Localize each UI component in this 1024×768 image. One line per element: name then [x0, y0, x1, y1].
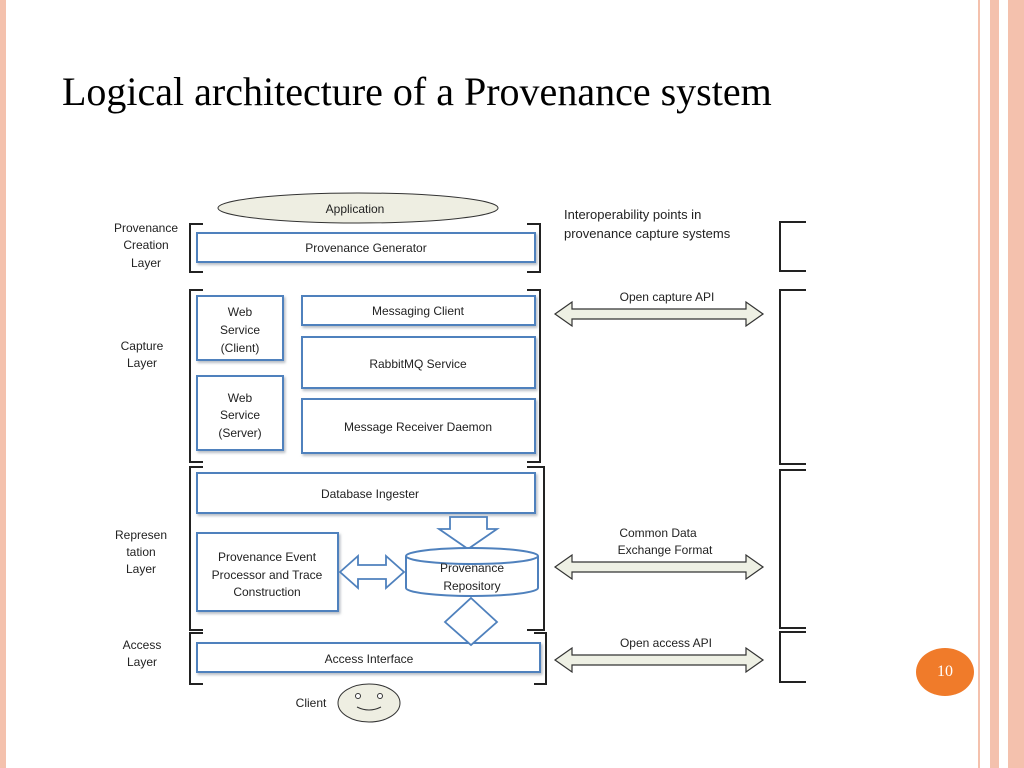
layer-label-capture-line2: Layer: [127, 356, 157, 370]
interop-heading-line2: provenance capture systems: [564, 226, 731, 241]
common-format-arrow: [553, 553, 765, 581]
database-ingester-box: Database Ingester: [321, 487, 419, 501]
layer-label-creation-line3: Layer: [131, 256, 161, 270]
web-service-server-line3: (Server): [218, 426, 261, 440]
provenance-repository-line1: Provenance: [440, 561, 504, 575]
layer-label-representation-line2: tation: [126, 545, 155, 559]
down-arrow: [436, 516, 500, 551]
provenance-generator-box: Provenance Generator: [305, 241, 426, 255]
right-border-band: [1008, 0, 1024, 768]
web-service-client-line3: (Client): [221, 341, 260, 355]
capture-api-arrow: [553, 300, 765, 328]
common-format-label-line2: Exchange Format: [618, 543, 713, 557]
layer-label-representation-line1: Represen: [115, 528, 167, 542]
processor-repository-arrow: [338, 553, 406, 591]
message-receiver-daemon-box: Message Receiver Daemon: [344, 420, 492, 434]
interop-brackets: [779, 221, 806, 683]
layer-label-representation-line3: Layer: [126, 562, 156, 576]
layer-label-creation-line1: Provenance: [114, 221, 178, 235]
web-service-client-line1: Web: [228, 305, 253, 319]
web-service-client-line2: Service: [220, 323, 260, 337]
component-boxes: [196, 232, 541, 673]
web-service-server-line1: Web: [228, 391, 253, 405]
svg-text:Application: Application: [326, 202, 385, 216]
right-border-stripe: [990, 0, 999, 768]
layer-label-access-line2: Layer: [127, 655, 157, 669]
interop-heading-line1: Interoperability points in: [564, 207, 701, 222]
access-api-arrow: [553, 646, 765, 674]
provenance-repository: Provenance Repository: [405, 547, 539, 597]
client-label: Client: [296, 696, 327, 710]
repository-access-connector: [443, 596, 499, 647]
layer-label-creation-line2: Creation: [123, 238, 168, 252]
page-number-badge: 10: [916, 648, 974, 696]
event-processor-line1: Provenance Event: [218, 550, 317, 564]
event-processor-line2: Processor and Trace: [212, 568, 323, 582]
layer-brackets: [189, 223, 547, 685]
access-interface-box: Access Interface: [325, 652, 414, 666]
capture-api-label: Open capture API: [620, 290, 715, 304]
common-format-label-line1: Common Data: [619, 526, 697, 540]
event-processor-line3: Construction: [233, 585, 300, 599]
layer-label-capture-line1: Capture: [121, 339, 164, 353]
layer-label-access-line1: Access: [123, 638, 162, 652]
access-api-label: Open access API: [620, 636, 712, 650]
right-border-line: [978, 0, 980, 768]
web-service-server-line2: Service: [220, 408, 260, 422]
messaging-client-box: Messaging Client: [372, 304, 465, 318]
client-smiley-icon: [337, 683, 401, 723]
slide-title: Logical architecture of a Provenance sys…: [62, 69, 772, 114]
rabbitmq-service-box: RabbitMQ Service: [369, 357, 467, 371]
provenance-repository-line2: Repository: [443, 579, 500, 593]
application-node: Application: [217, 192, 499, 224]
left-border: [0, 0, 6, 768]
interop-arrows: [553, 300, 765, 674]
